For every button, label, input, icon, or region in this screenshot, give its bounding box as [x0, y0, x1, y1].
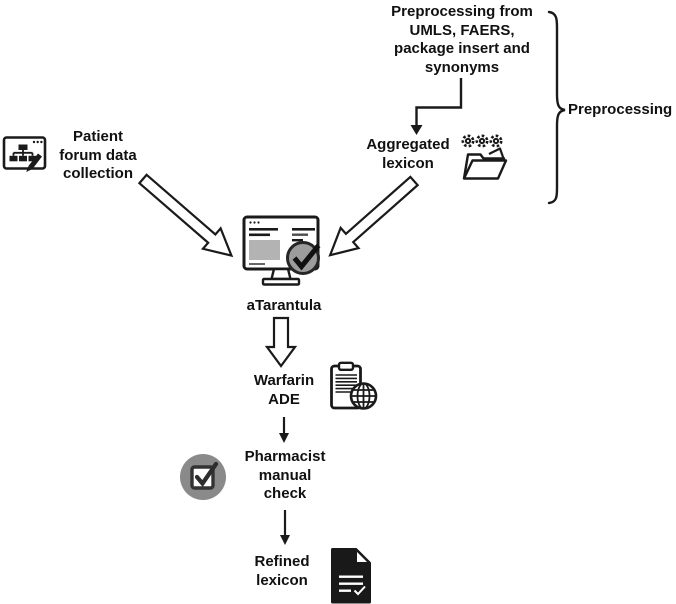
gear-icon [475, 134, 489, 148]
arrow-forum-to-atarantula [137, 173, 234, 258]
warfarin-ade-label: Warfarin ADE [253, 372, 315, 408]
globe-icon [349, 382, 378, 410]
preprocessing-source-label: Preprocessing from UMLS, FAERS, package … [391, 3, 533, 76]
patient-forum-label: Patient forum data collection [59, 128, 137, 182]
preprocessing-bracket-label: Preprocessing [568, 101, 673, 118]
arrow-aggregated-to-atarantula [328, 175, 420, 257]
browser-flowchart-pencil-icon [2, 136, 47, 172]
gear-icon [461, 134, 475, 148]
preprocessing-brace [547, 10, 566, 205]
atarantula-label: aTarantula [246, 297, 322, 314]
gear-icon [489, 134, 503, 148]
arrow-pharmacist-to-refined [280, 510, 290, 545]
document-icon [331, 548, 371, 604]
refined-lexicon-label: Refined lexicon [254, 553, 310, 589]
checkbox-circle-icon [180, 454, 226, 500]
clipboard-globe-icon [330, 361, 378, 410]
monitor-check-icon [242, 215, 321, 286]
arrow-warfarin-to-pharmacist [279, 417, 289, 443]
arrow-source-to-aggregated [410, 78, 463, 135]
aggregated-lexicon-label: Aggregated lexicon [366, 136, 450, 172]
pharmacist-check-label: Pharmacist manual check [244, 448, 326, 502]
gears-folder-icon [461, 134, 508, 180]
check-badge-icon [286, 241, 321, 275]
arrow-atarantula-to-warfarin [264, 316, 298, 368]
